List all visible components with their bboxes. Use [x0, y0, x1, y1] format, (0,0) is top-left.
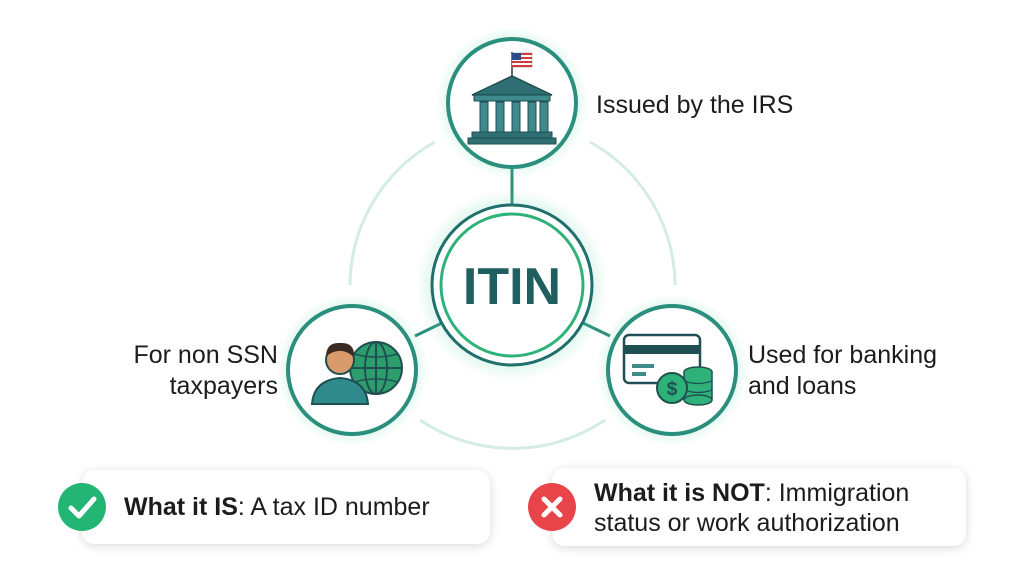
center-node: ITIN [430, 203, 594, 367]
fact-is-body: : A tax ID number [237, 493, 430, 521]
node-label-banking-text: Used for banking and loans [748, 341, 938, 400]
node-taxpayer [286, 304, 418, 436]
node-banking: $ [606, 304, 738, 436]
fact-is-heading: What it IS [124, 493, 238, 521]
x-icon [528, 483, 576, 531]
fact-is-text: What it IS: A tax ID number [124, 492, 430, 522]
government-building-icon [467, 52, 557, 145]
fact-card-not: What it is NOT: Immigration status or wo… [528, 468, 966, 546]
person-globe-icon [310, 341, 403, 405]
card-coins-icon: $ [622, 333, 713, 406]
node-label-taxpayer: For non SSN taxpayers [120, 340, 278, 402]
node-label-taxpayer-text: For non SSN taxpayers [133, 341, 278, 400]
node-label-irs: Issued by the IRS [596, 91, 794, 119]
outer-ring [348, 140, 677, 450]
check-icon [58, 483, 106, 531]
fact-card-is: What it IS: A tax ID number [58, 470, 490, 544]
fact-not-heading: What it is NOT [594, 479, 765, 507]
svg-text:$: $ [667, 379, 678, 400]
node-irs [446, 37, 578, 169]
center-label: ITIN [463, 258, 561, 316]
fact-not-text: What it is NOT: Immigration status or wo… [594, 478, 954, 538]
node-label-banking: Used for banking and loans [748, 340, 958, 402]
fact-not-body: : Immigration status or work authorizati… [594, 479, 910, 537]
